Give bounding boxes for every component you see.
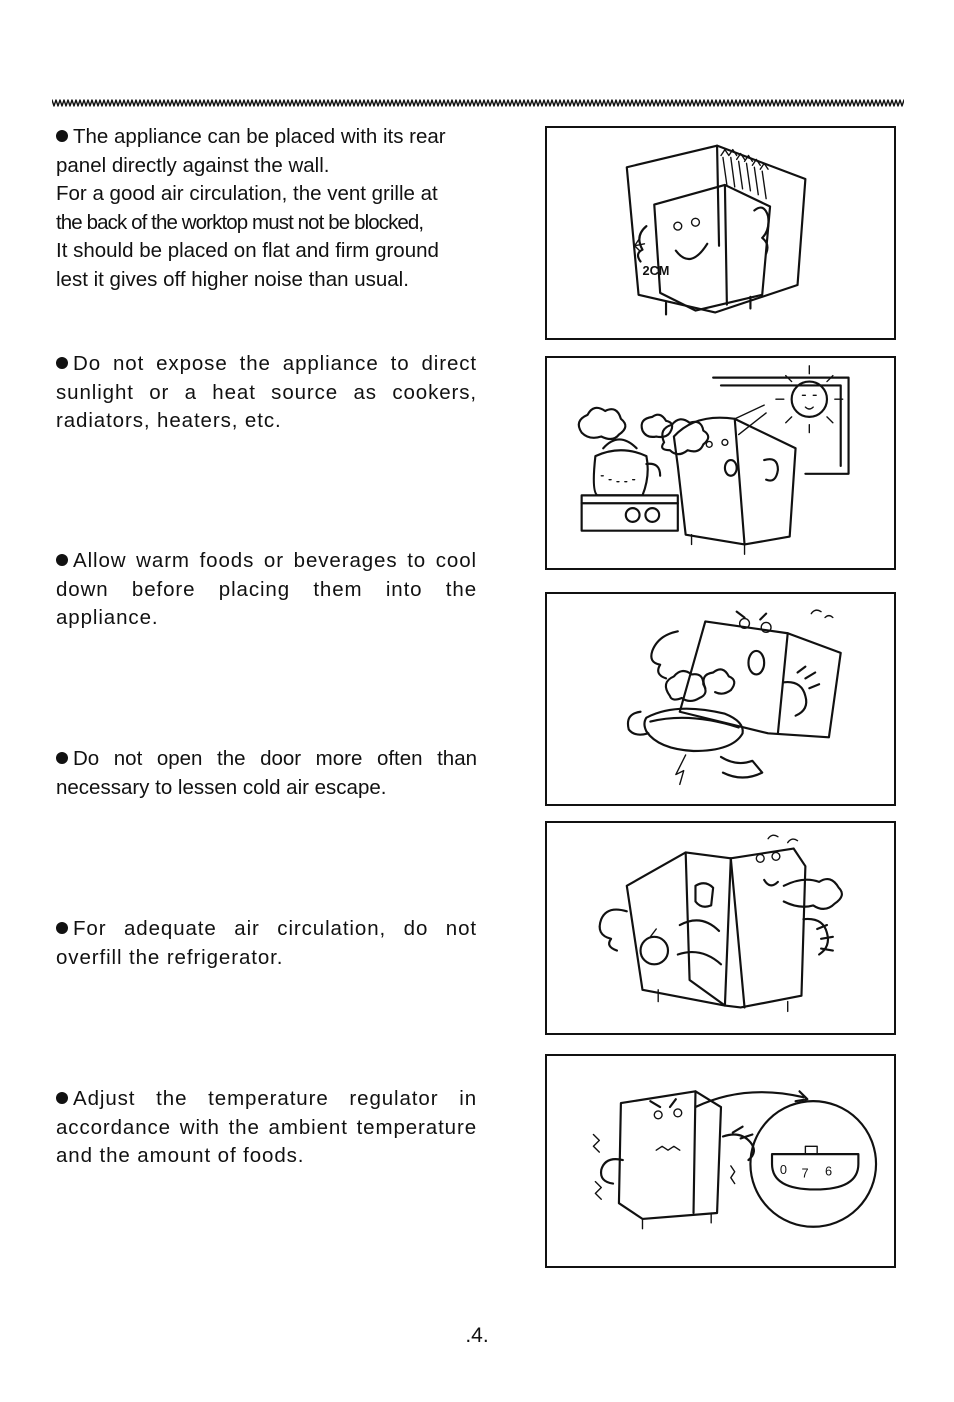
instruction-door-opening: Do not open the door more often than nec… (56, 745, 477, 802)
instruction-heat-sources: Do not expose the appliance to direct su… (56, 350, 477, 436)
instruction-placement: The appliance can be placed with its rea… (56, 123, 477, 294)
instruction-placement-line-4: lest it gives off higher noise than usua… (56, 267, 409, 291)
instruction-overfill-text: For adequate air circulation, do not ove… (56, 917, 477, 969)
instruction-heat-sources-text: Do not expose the appliance to direct su… (56, 352, 477, 432)
decorative-top-rule (52, 99, 904, 107)
instruction-placement-line-2: the back of the worktop must not be bloc… (56, 210, 424, 234)
instruction-door-opening-text: Do not open the door more often than nec… (56, 747, 477, 799)
instruction-cool-food: Allow warm foods or beverages to cool do… (56, 547, 477, 633)
instruction-temperature: Adjust the temperature regulator in acco… (56, 1085, 477, 1171)
instruction-placement-lead: The appliance can be placed with its rea… (56, 125, 446, 177)
bullet-icon (56, 130, 68, 142)
instruction-temperature-text: Adjust the temperature regulator in acco… (56, 1087, 477, 1167)
fridge-against-wall-drawing: 2CM (625, 144, 807, 316)
illustration-wall-placement: 2CM (545, 126, 896, 340)
bullet-icon (56, 554, 68, 566)
page-number: .4. (465, 1324, 489, 1347)
dial-label-0: 0 (780, 1162, 787, 1177)
instruction-placement-line-1: For a good air circulation, the vent gri… (56, 182, 438, 205)
gap-label: 2CM (642, 263, 669, 278)
dial-label-6: 6 (825, 1164, 832, 1179)
illustration-cool-food (545, 592, 896, 806)
instruction-overfill: For adequate air circulation, do not ove… (56, 915, 477, 972)
bullet-icon (56, 752, 68, 764)
illustration-door-opening (545, 821, 896, 1035)
fridge-near-heat-drawing (577, 365, 850, 555)
dial-label-7: 7 (801, 1166, 808, 1181)
bullet-icon (56, 1092, 68, 1104)
fridge-open-door-drawing (598, 834, 843, 1013)
fridge-thermostat-drawing: 0 7 6 (592, 1090, 878, 1230)
instruction-placement-line-3: It should be placed on flat and firm gro… (56, 239, 439, 262)
fridge-with-warm-food-drawing (626, 609, 842, 786)
illustration-heat-sources (545, 356, 896, 570)
instruction-cool-food-text: Allow warm foods or beverages to cool do… (56, 549, 477, 629)
illustration-temperature: 0 7 6 (545, 1054, 896, 1268)
bullet-icon (56, 922, 68, 934)
bullet-icon (56, 357, 68, 369)
